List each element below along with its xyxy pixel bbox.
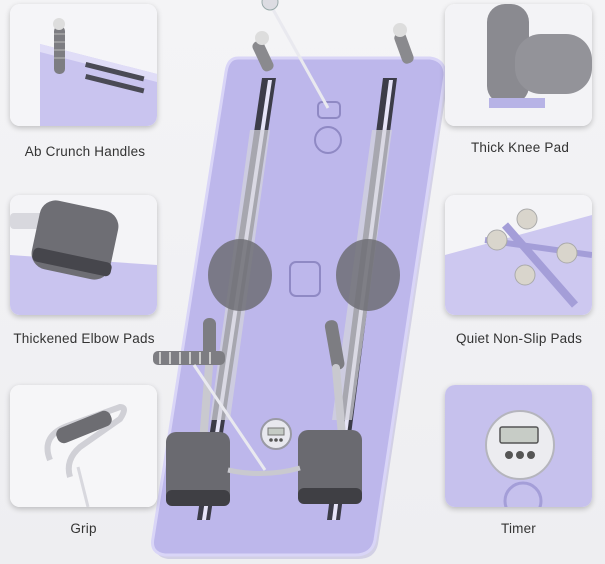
timer-image [445, 385, 592, 507]
tile-ab-crunch-handles [10, 4, 157, 126]
caption-thickened-elbow-pads: Thickened Elbow Pads [13, 331, 155, 346]
right-knee-pad [298, 430, 362, 504]
grip-handle-bar [153, 351, 267, 471]
thick-knee-pad-image [445, 4, 592, 126]
left-knee-pad [166, 432, 230, 506]
caption-timer: Timer [501, 521, 536, 536]
tile-timer [445, 385, 592, 507]
top-left-peg [252, 31, 274, 72]
timer-icon [485, 410, 555, 480]
board-timer-icon [260, 418, 292, 450]
tile-quiet-non-slip-pads [445, 195, 592, 315]
ab-crunch-handles-image [10, 4, 157, 126]
grip-image [10, 385, 157, 507]
caption-quiet-non-slip-pads: Quiet Non-Slip Pads [455, 331, 583, 346]
caption-grip: Grip [70, 521, 97, 536]
caption-thick-knee-pad: Thick Knee Pad [470, 140, 570, 155]
tile-grip [10, 385, 157, 507]
caption-ab-crunch-handles: Ab Crunch Handles [24, 144, 146, 159]
top-right-peg [393, 23, 414, 64]
non-slip-pad-icon [486, 229, 508, 251]
tile-thickened-elbow-pads [10, 195, 157, 315]
left-elbow-pad [208, 239, 272, 311]
thickened-elbow-pads-image [10, 195, 157, 315]
quiet-non-slip-pads-image [445, 195, 592, 315]
tile-thick-knee-pad [445, 4, 592, 126]
right-elbow-pad [336, 239, 400, 311]
top-ring-icon [314, 126, 342, 154]
